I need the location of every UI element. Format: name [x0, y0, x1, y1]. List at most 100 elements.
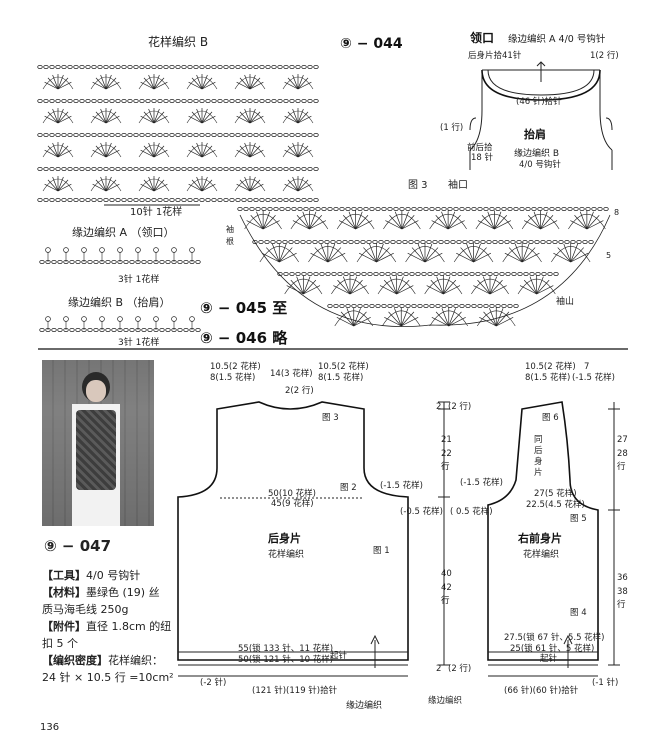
edge-a-repeat: 3针 1花样: [118, 273, 159, 285]
front-same-2: 后: [534, 445, 543, 456]
front-armhole-l2: (-0.5 花样): [400, 506, 443, 517]
sleeve-chart: [237, 206, 611, 327]
neck-side-rows: (1 行): [440, 122, 463, 133]
v-right-hang2: 行: [617, 599, 626, 610]
front-chest-2: 22.5(4.5 花样): [526, 499, 585, 510]
back-neck-rows: 2(2 行): [285, 385, 314, 396]
v-left-21: 21: [441, 435, 452, 445]
edge-b-title: 缘边编织 B （抬肩）: [68, 295, 171, 309]
edge-b-chart: [39, 316, 201, 332]
front-dec-right: (-1 针): [592, 677, 618, 688]
neck-subtitle: 缘边编织 A 4/0 号钩针: [508, 33, 606, 45]
back-bottom-2: 50(锁 121 针、10 花样): [238, 654, 333, 665]
material-1: 墨绿色 (19) 丝: [86, 586, 160, 599]
v-right-27: 27: [617, 435, 628, 445]
edge-a-title: 缘边编织 A （领口）: [72, 225, 175, 239]
back-top-left2: 8(1.5 花样): [210, 372, 255, 383]
material-label: 【材料】: [42, 586, 86, 599]
neck-back-pick: 后身片拾41针: [468, 50, 522, 61]
v-left-top2: (2 行): [448, 401, 471, 412]
accessory-1: 直径 1.8cm 的纽: [86, 620, 172, 633]
v-right-28: 28: [617, 449, 628, 459]
front-pick: (66 针)(60 针)拾针: [504, 685, 579, 696]
edge-a-chart: [39, 247, 201, 264]
pattern-b-chart: [37, 65, 319, 202]
model-photo: [42, 360, 154, 526]
sleeve-title: 袖口: [448, 178, 468, 191]
back-fig2: 图 2: [340, 483, 357, 493]
back-chest-2: 45(9 花样): [271, 498, 314, 509]
back-top-left: 10.5(2 花样): [210, 361, 261, 372]
v-left-40: 40: [441, 569, 452, 579]
v-left-22: 22: [441, 449, 452, 459]
v-left-42: 42: [441, 583, 452, 593]
density-1: 花样编织：: [108, 654, 163, 667]
front-top-right: (-1.5 花样): [572, 372, 615, 383]
accessory-2: 扣 5 个: [42, 637, 78, 650]
code-046: ⑨ − 046 略: [200, 329, 288, 347]
neck-front-pick-1: 前后拾: [467, 142, 493, 153]
vertical-measures: [438, 401, 620, 666]
neck-shape: [469, 61, 613, 170]
back-edge: 缘边编织: [346, 699, 382, 711]
density-2: 24 针 × 10.5 行 =10cm²: [42, 671, 174, 684]
sleeve-left2: 根: [226, 236, 234, 246]
v-right-38: 38: [617, 587, 628, 597]
title-pattern-b: 花样编织 B: [148, 34, 208, 49]
neck-front-pick-2: 18 针: [471, 152, 494, 163]
front-armhole-l3: ( 0.5 花样): [450, 506, 493, 517]
back-top-right: 10.5(2 花样): [318, 361, 369, 372]
accessory-label: 【附件】: [42, 620, 86, 633]
page-number: 136: [40, 722, 59, 733]
shoulder-sub-1: 缘边编织 B: [514, 147, 559, 159]
front-top-7: 7: [584, 362, 589, 372]
sleeve-fig: 图 3: [408, 179, 428, 191]
front-armhole-l: (-1.5 花样): [460, 477, 503, 488]
back-pick: (121 针)(119 针)拾针: [252, 685, 338, 696]
front-top-1: 10.5(2 花样): [525, 361, 576, 372]
v-left-hang2: 行: [441, 595, 450, 606]
front-bottom-2: 25(锁 61 针、5 花样): [510, 643, 594, 654]
back-name: 后身片: [268, 531, 301, 545]
front-fig4: 图 4: [570, 608, 587, 618]
back-start: 起针: [330, 650, 348, 661]
neck-title: 领口: [470, 30, 494, 45]
front-same-3: 身: [534, 456, 543, 467]
front-fig5: 图 5: [570, 514, 587, 524]
repeat-label-b: 10针 1花样: [130, 205, 182, 218]
shoulder-title: 抬肩: [524, 127, 546, 141]
density-label: 【编织密度】: [42, 654, 108, 667]
edge-b-repeat: 3针 1花样: [118, 336, 159, 348]
front-name: 右前身片: [517, 531, 562, 545]
front-top-2: 8(1.5 花样): [525, 372, 570, 383]
neck-rows: 1(2 行): [590, 50, 619, 61]
code-045: ⑨ − 045 至: [200, 299, 287, 317]
back-dec-left: (-2 针): [200, 677, 226, 688]
back-pattern: 花样编织: [268, 548, 304, 560]
front-edge: 缘边编织: [428, 695, 462, 706]
v-left-hang: 行: [441, 461, 450, 472]
front-fig6: 图 6: [542, 413, 559, 423]
back-bottom-1: 55(锁 133 针、11 花样): [238, 643, 333, 654]
shoulder-sub-2: 4/0 号钩针: [519, 159, 561, 170]
v-right-36: 36: [617, 573, 628, 583]
code-044: ⑨ − 044: [340, 36, 403, 52]
back-armhole-right: (-1.5 花样): [380, 480, 423, 491]
front-same-1: 同: [534, 435, 543, 445]
back-fig3: 图 3: [322, 413, 339, 423]
front-start: 起针: [540, 653, 558, 664]
neck-total: (46 针)拾针: [516, 96, 562, 107]
sleeve-arrow-right: 8: [614, 208, 619, 217]
front-piece-outline: [487, 401, 599, 677]
material-2: 质马海毛线 250g: [42, 603, 129, 616]
front-bottom-1: 27.5(锁 67 针、5.5 花样): [504, 632, 605, 643]
back-chest-1: 50(10 花样): [268, 488, 316, 499]
v-left-bot: 2: [436, 664, 441, 674]
tools-label: 【工具】: [42, 569, 86, 582]
front-same-4: 片: [534, 467, 543, 478]
sleeve-cap: 袖山: [556, 295, 574, 307]
v-left-top: 2: [436, 402, 441, 412]
sleeve-arrow-mid: 5: [606, 251, 611, 260]
back-top-right2: 8(1.5 花样): [318, 372, 363, 383]
